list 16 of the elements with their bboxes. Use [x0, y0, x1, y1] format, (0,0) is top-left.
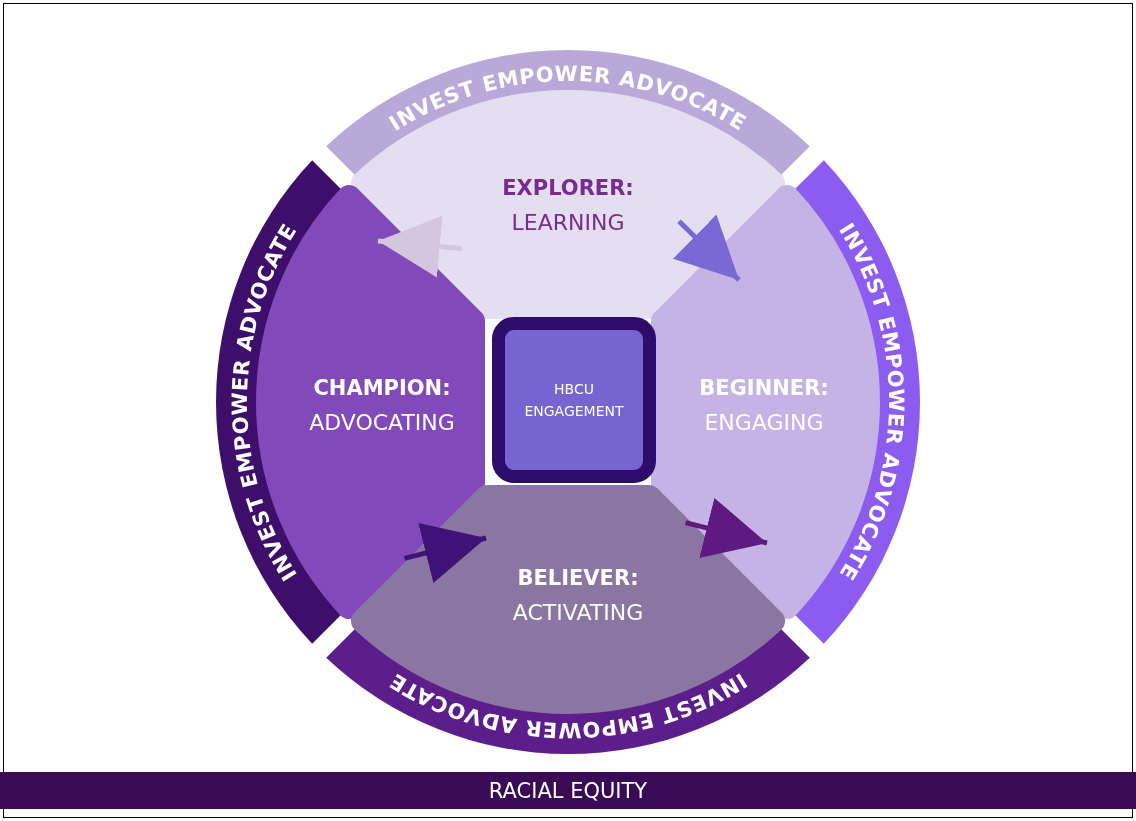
- stage-label: ENGAGING: [704, 409, 824, 435]
- base-label: RACIAL EQUITY: [488, 778, 648, 803]
- arrow: [684, 497, 768, 559]
- arrow: [377, 215, 462, 278]
- arrow: [673, 214, 741, 282]
- arrow: [403, 522, 487, 584]
- center-box: [492, 317, 656, 483]
- base-bar: [0, 772, 1136, 809]
- stage-title: BEGINNER:: [699, 375, 829, 400]
- stage-label: ACTIVATING: [512, 599, 644, 625]
- center-label: HBCU ENGAGEMENT: [523, 379, 625, 421]
- stage-title: BELIEVER:: [517, 565, 639, 590]
- stage-title: CHAMPION:: [313, 375, 451, 400]
- stage-label: LEARNING: [511, 209, 625, 235]
- stage-label: ADVOCATING: [309, 409, 455, 435]
- stage-title: EXPLORER:: [502, 175, 634, 200]
